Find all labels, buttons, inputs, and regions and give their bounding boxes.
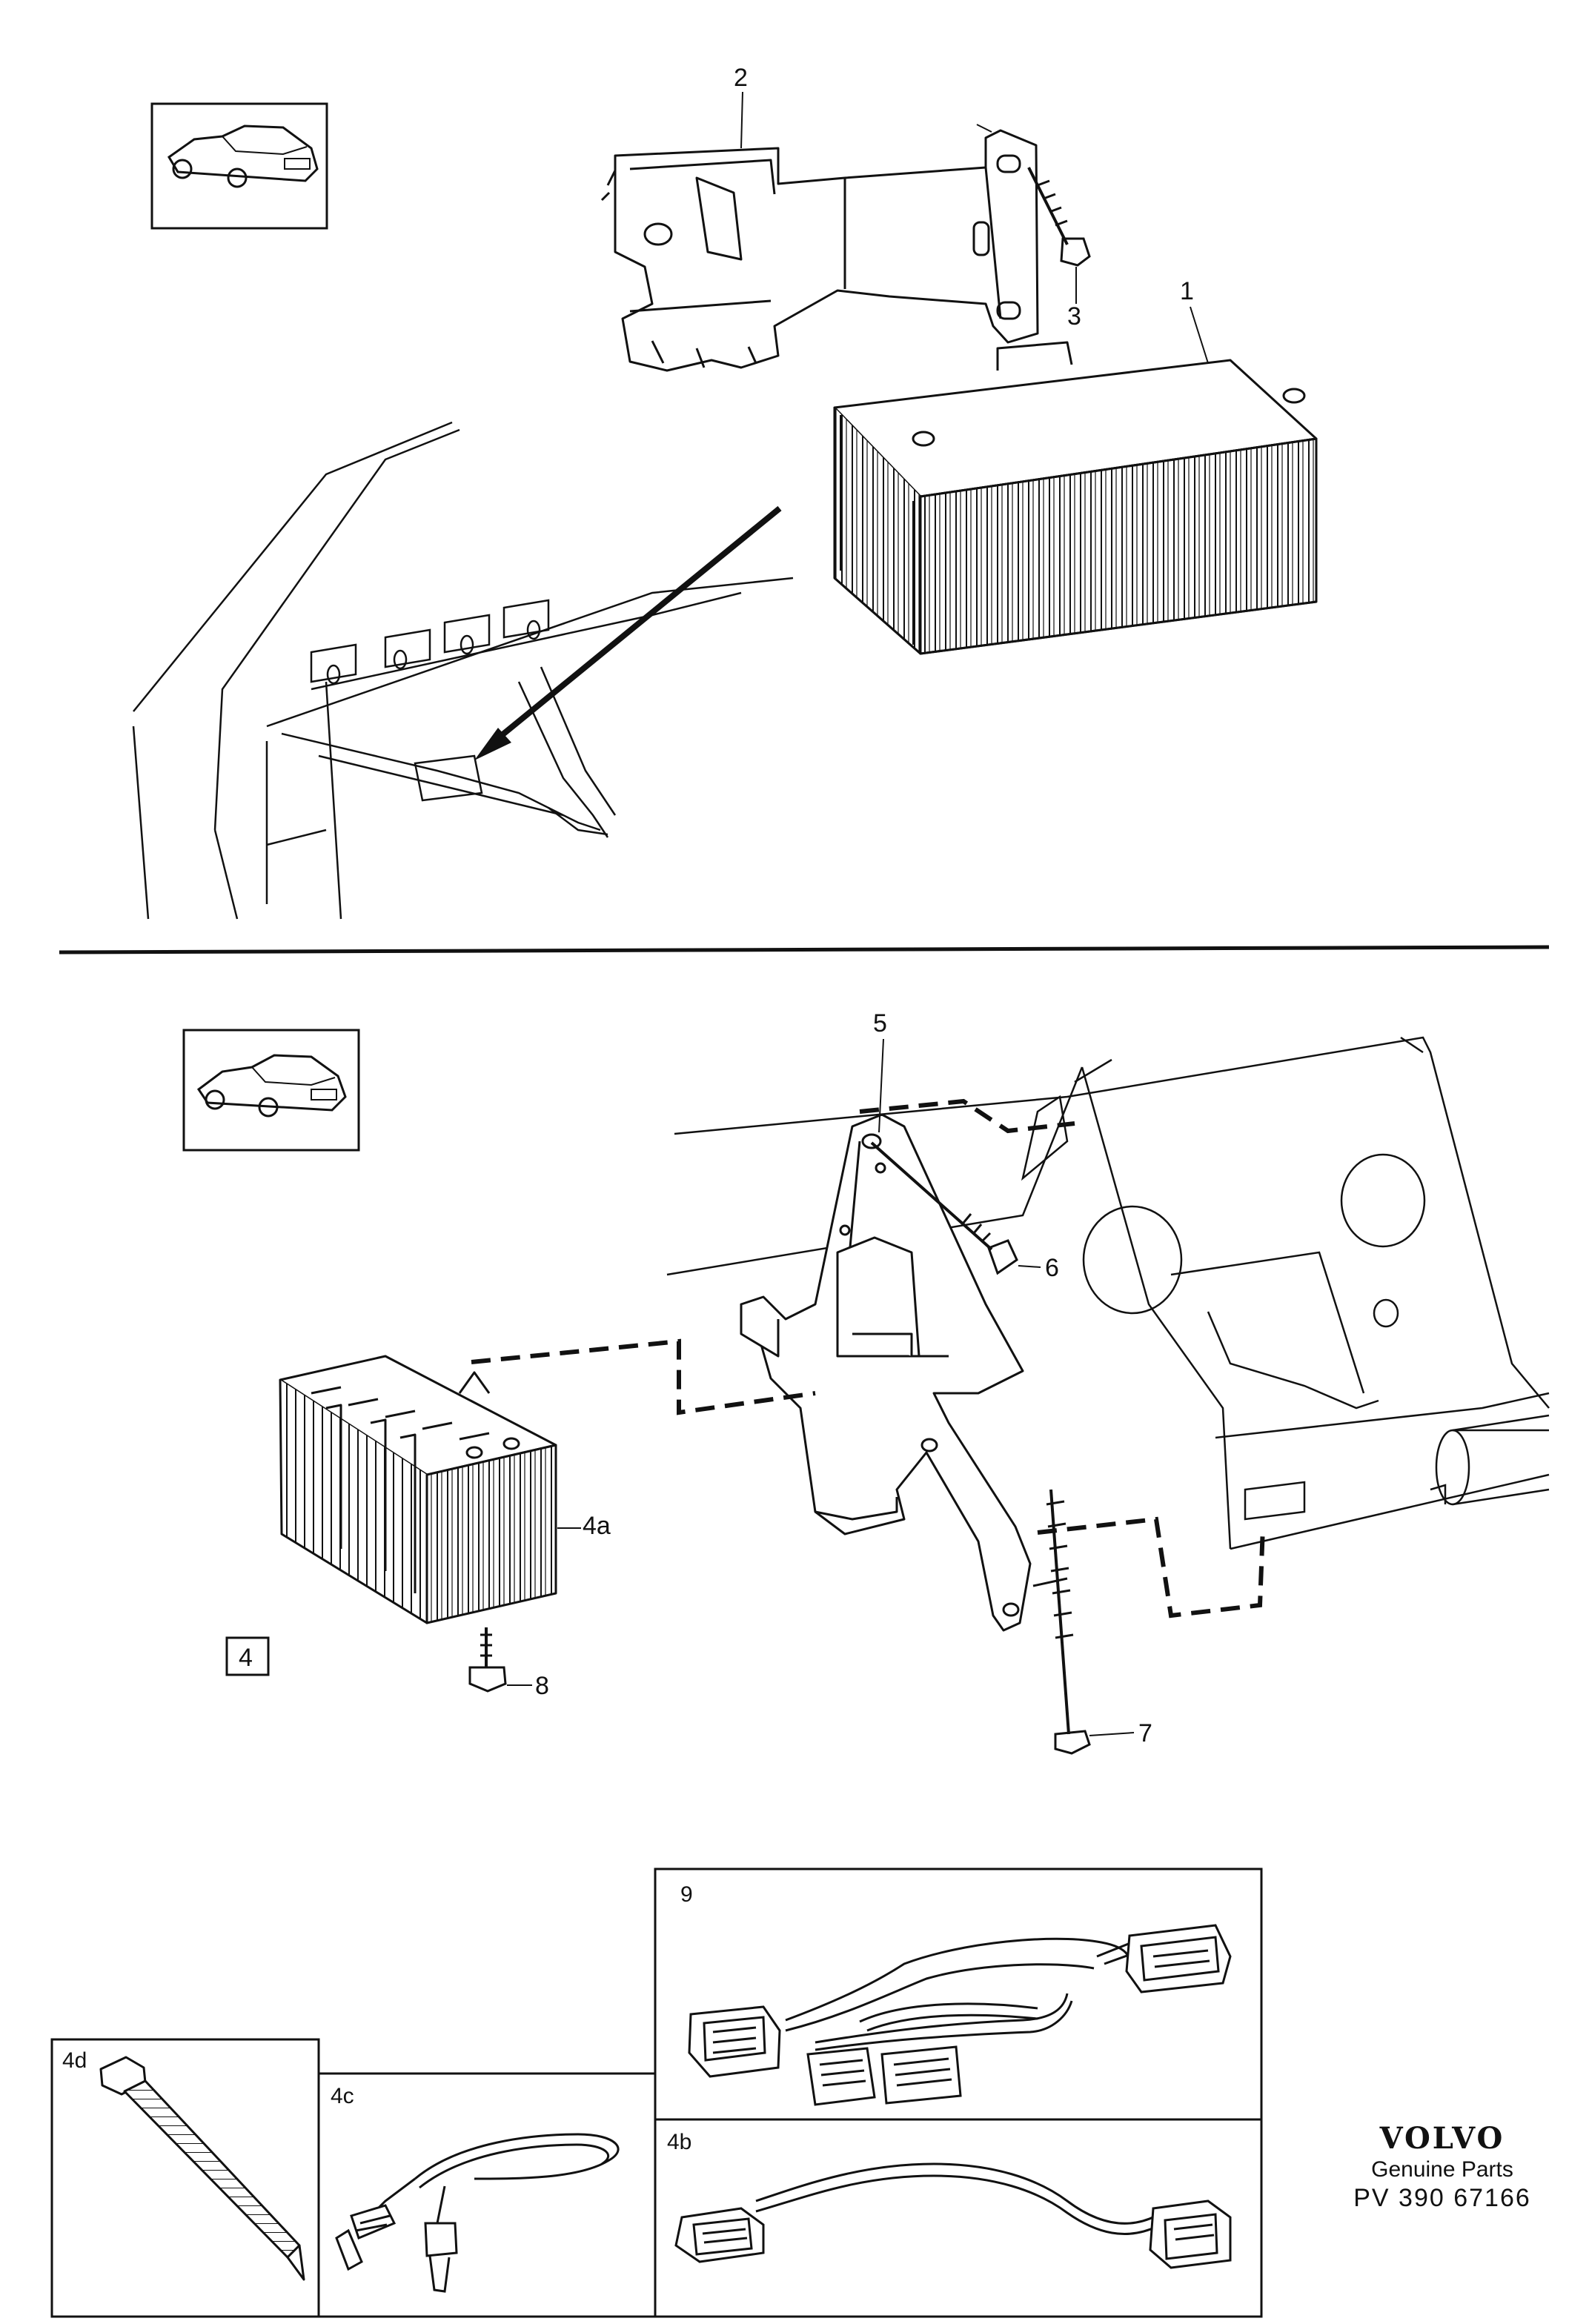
callout-4d: 4d [62,2048,87,2073]
wiring-harness-4b [674,2162,1232,2269]
cable-tie-4d [99,2056,305,2281]
callout-4: 4 [239,1644,253,1672]
callout-7-leader [1089,1732,1135,1736]
callout-3: 3 [1067,302,1081,331]
callout-4c: 4c [331,2084,354,2108]
panel-9: 9 [654,1868,1263,2121]
wiring-harness-9 [688,1924,1232,2106]
screw-part-6 [870,1141,1018,1275]
section-divider [59,945,1550,954]
callout-9: 9 [680,1882,693,1907]
callout-6-leader [1018,1265,1041,1268]
screw-part-3 [1027,167,1091,267]
callout-box-4: 4 [225,1636,270,1676]
assembly-dashed-lines [471,1098,1265,1618]
callout-8: 8 [535,1672,549,1700]
callout-4a: 4a [583,1512,611,1540]
car-body-sketch [666,1036,1550,1550]
screw-part-8 [468,1627,507,1693]
brand-subtitle: Genuine Parts [1371,2157,1513,2182]
car-sedan-icon [150,102,328,230]
trunk-interior-sketch [132,421,794,920]
amplifier-part-1 [833,341,1318,655]
brand-block: VOLVO Genuine Parts PV 390 67166 [1353,2121,1531,2213]
bracket-tab-line [976,124,992,133]
callout-1: 1 [1180,277,1194,305]
callout-6: 6 [1045,1254,1059,1282]
car-sedan-icon [182,1029,360,1152]
callout-7: 7 [1138,1719,1152,1747]
callout-5-leader [878,1038,884,1133]
cable-4c [335,2133,620,2293]
panel-4b: 4b [654,2118,1263,2318]
bracket-part-5 [740,1113,1032,1632]
callout-2: 2 [734,64,748,92]
callout-5: 5 [873,1009,887,1038]
module-part-4a [279,1355,557,1624]
callout-2-leader [740,91,743,149]
callout-4b: 4b [667,2130,691,2154]
bracket-part-2 [600,129,1039,372]
volvo-logo: VOLVO [1379,2121,1505,2156]
callout-1-leader [1190,306,1209,364]
panel-4d: 4d [50,2038,320,2318]
location-arrow [474,505,782,760]
part-number: PV 390 67166 [1353,2184,1531,2212]
panel-4c: 4c [317,2072,657,2318]
